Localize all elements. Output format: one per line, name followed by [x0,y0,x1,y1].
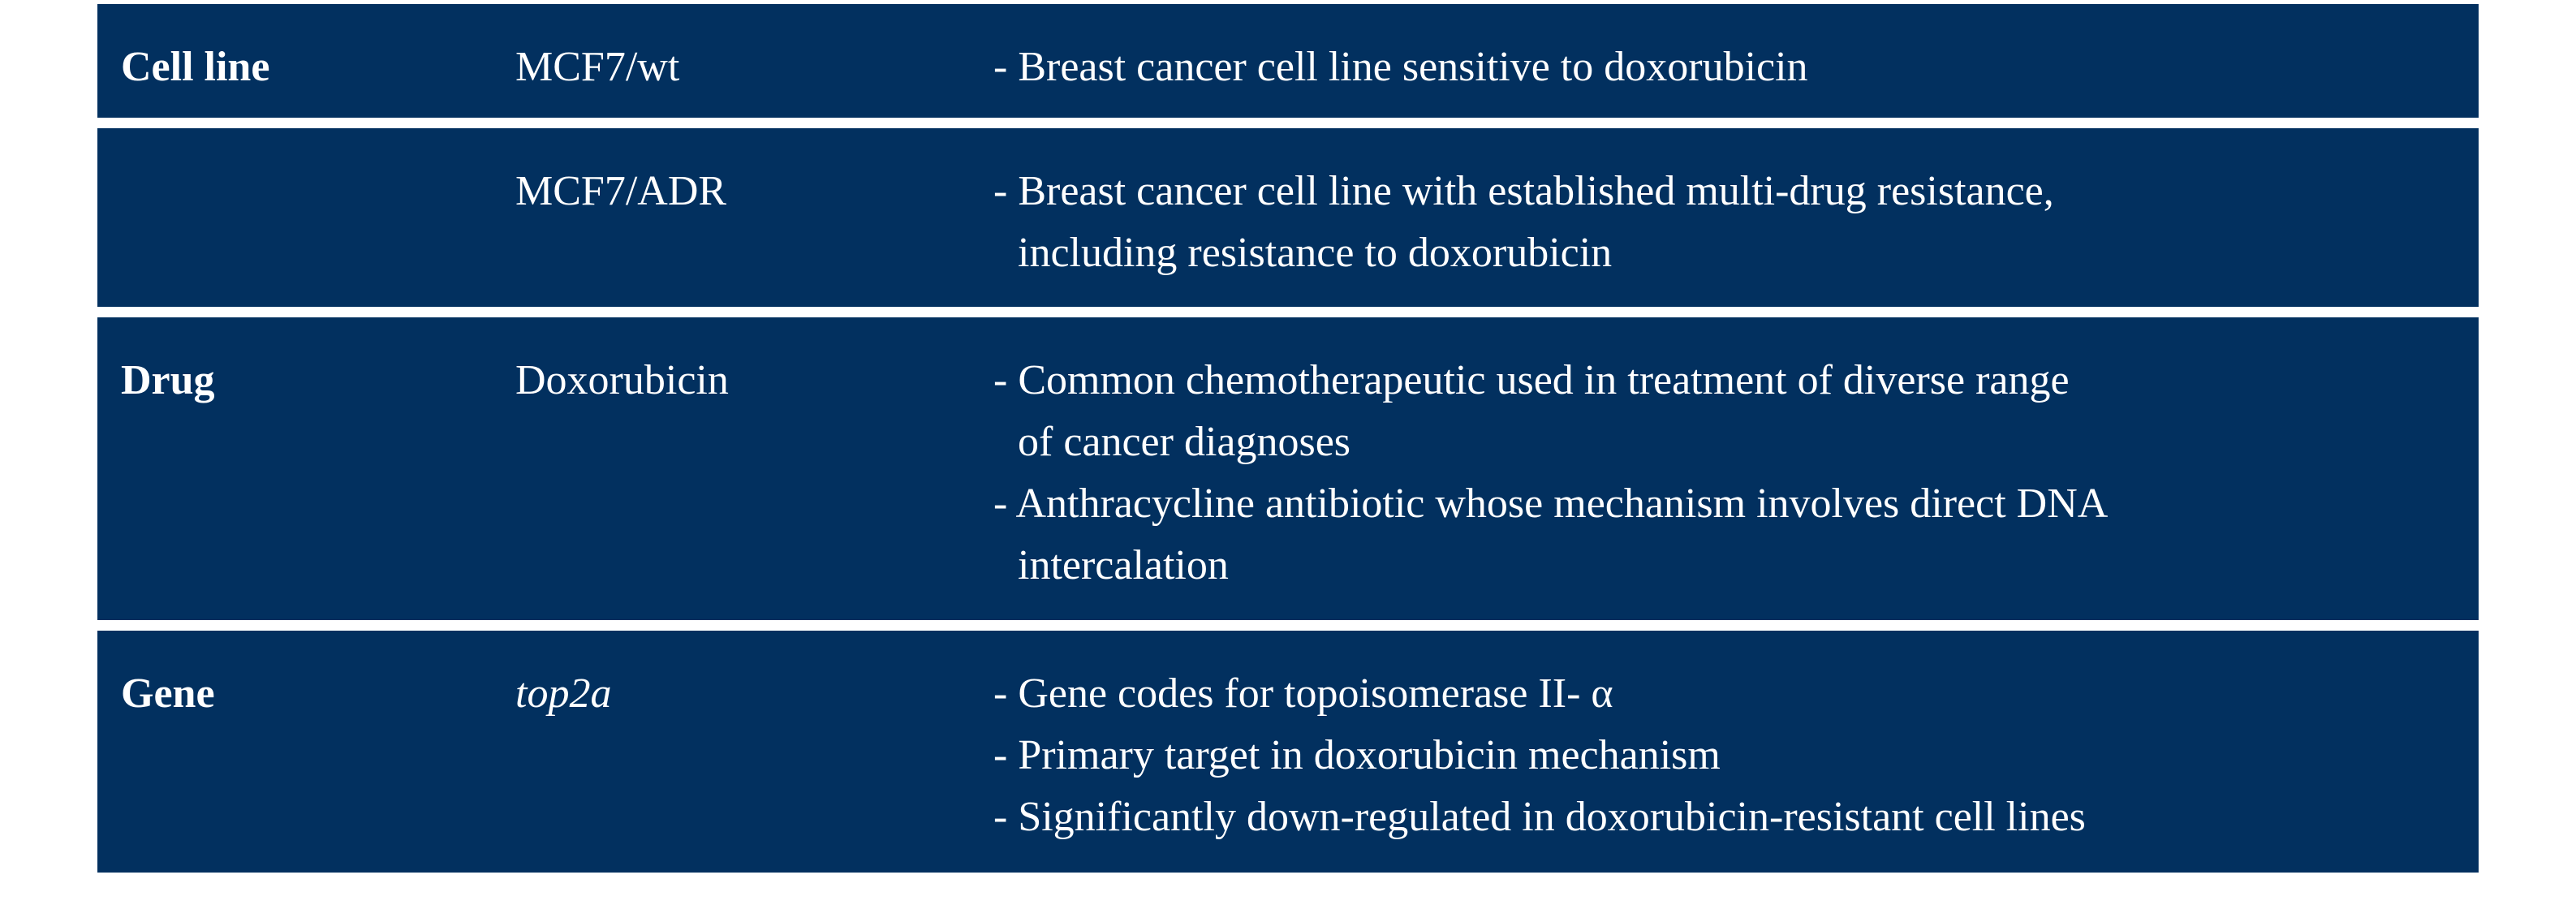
info-table: Cell line MCF7/wt - Breast cancer cell l… [97,0,2479,873]
row-category: Drug [121,357,215,403]
description-line: - Primary target in doxorubicin mechanis… [993,732,1721,778]
row-item: MCF7/ADR [515,168,727,214]
table-row-drug: Drug Doxorubicin - Common chemotherapeut… [97,317,2479,620]
row-description: - Gene codes for topoisomerase II- α - P… [993,663,2086,848]
row-description: - Breast cancer cell line sensitive to d… [993,37,1808,98]
description-line-continuation: intercalation [1018,542,1229,588]
description-line: - Anthracycline antibiotic whose mechani… [993,481,2109,527]
row-item: top2a [515,670,612,717]
table-row-cell-line-wt: Cell line MCF7/wt - Breast cancer cell l… [97,4,2479,118]
row-category: Gene [121,670,215,717]
table-row-cell-line-adr: MCF7/ADR - Breast cancer cell line with … [97,128,2479,307]
row-item: Doxorubicin [515,357,729,403]
description-line-continuation: including resistance to doxorubicin [1018,230,1613,276]
description-line: - Breast cancer cell line with establish… [993,168,2054,214]
description-line: - Breast cancer cell line sensitive to d… [993,44,1808,90]
row-category: Cell line [121,44,270,90]
description-line: - Common chemotherapeutic used in treatm… [993,357,2070,403]
description-line-continuation: of cancer diagnoses [1018,419,1351,465]
row-item: MCF7/wt [515,44,680,90]
row-description: - Breast cancer cell line with establish… [993,161,2054,284]
description-line: - Gene codes for topoisomerase II- α [993,670,1613,717]
table-row-gene: Gene top2a - Gene codes for topoisomeras… [97,631,2479,873]
description-line: - Significantly down-regulated in doxoru… [993,794,2086,840]
row-description: - Common chemotherapeutic used in treatm… [993,350,2108,597]
